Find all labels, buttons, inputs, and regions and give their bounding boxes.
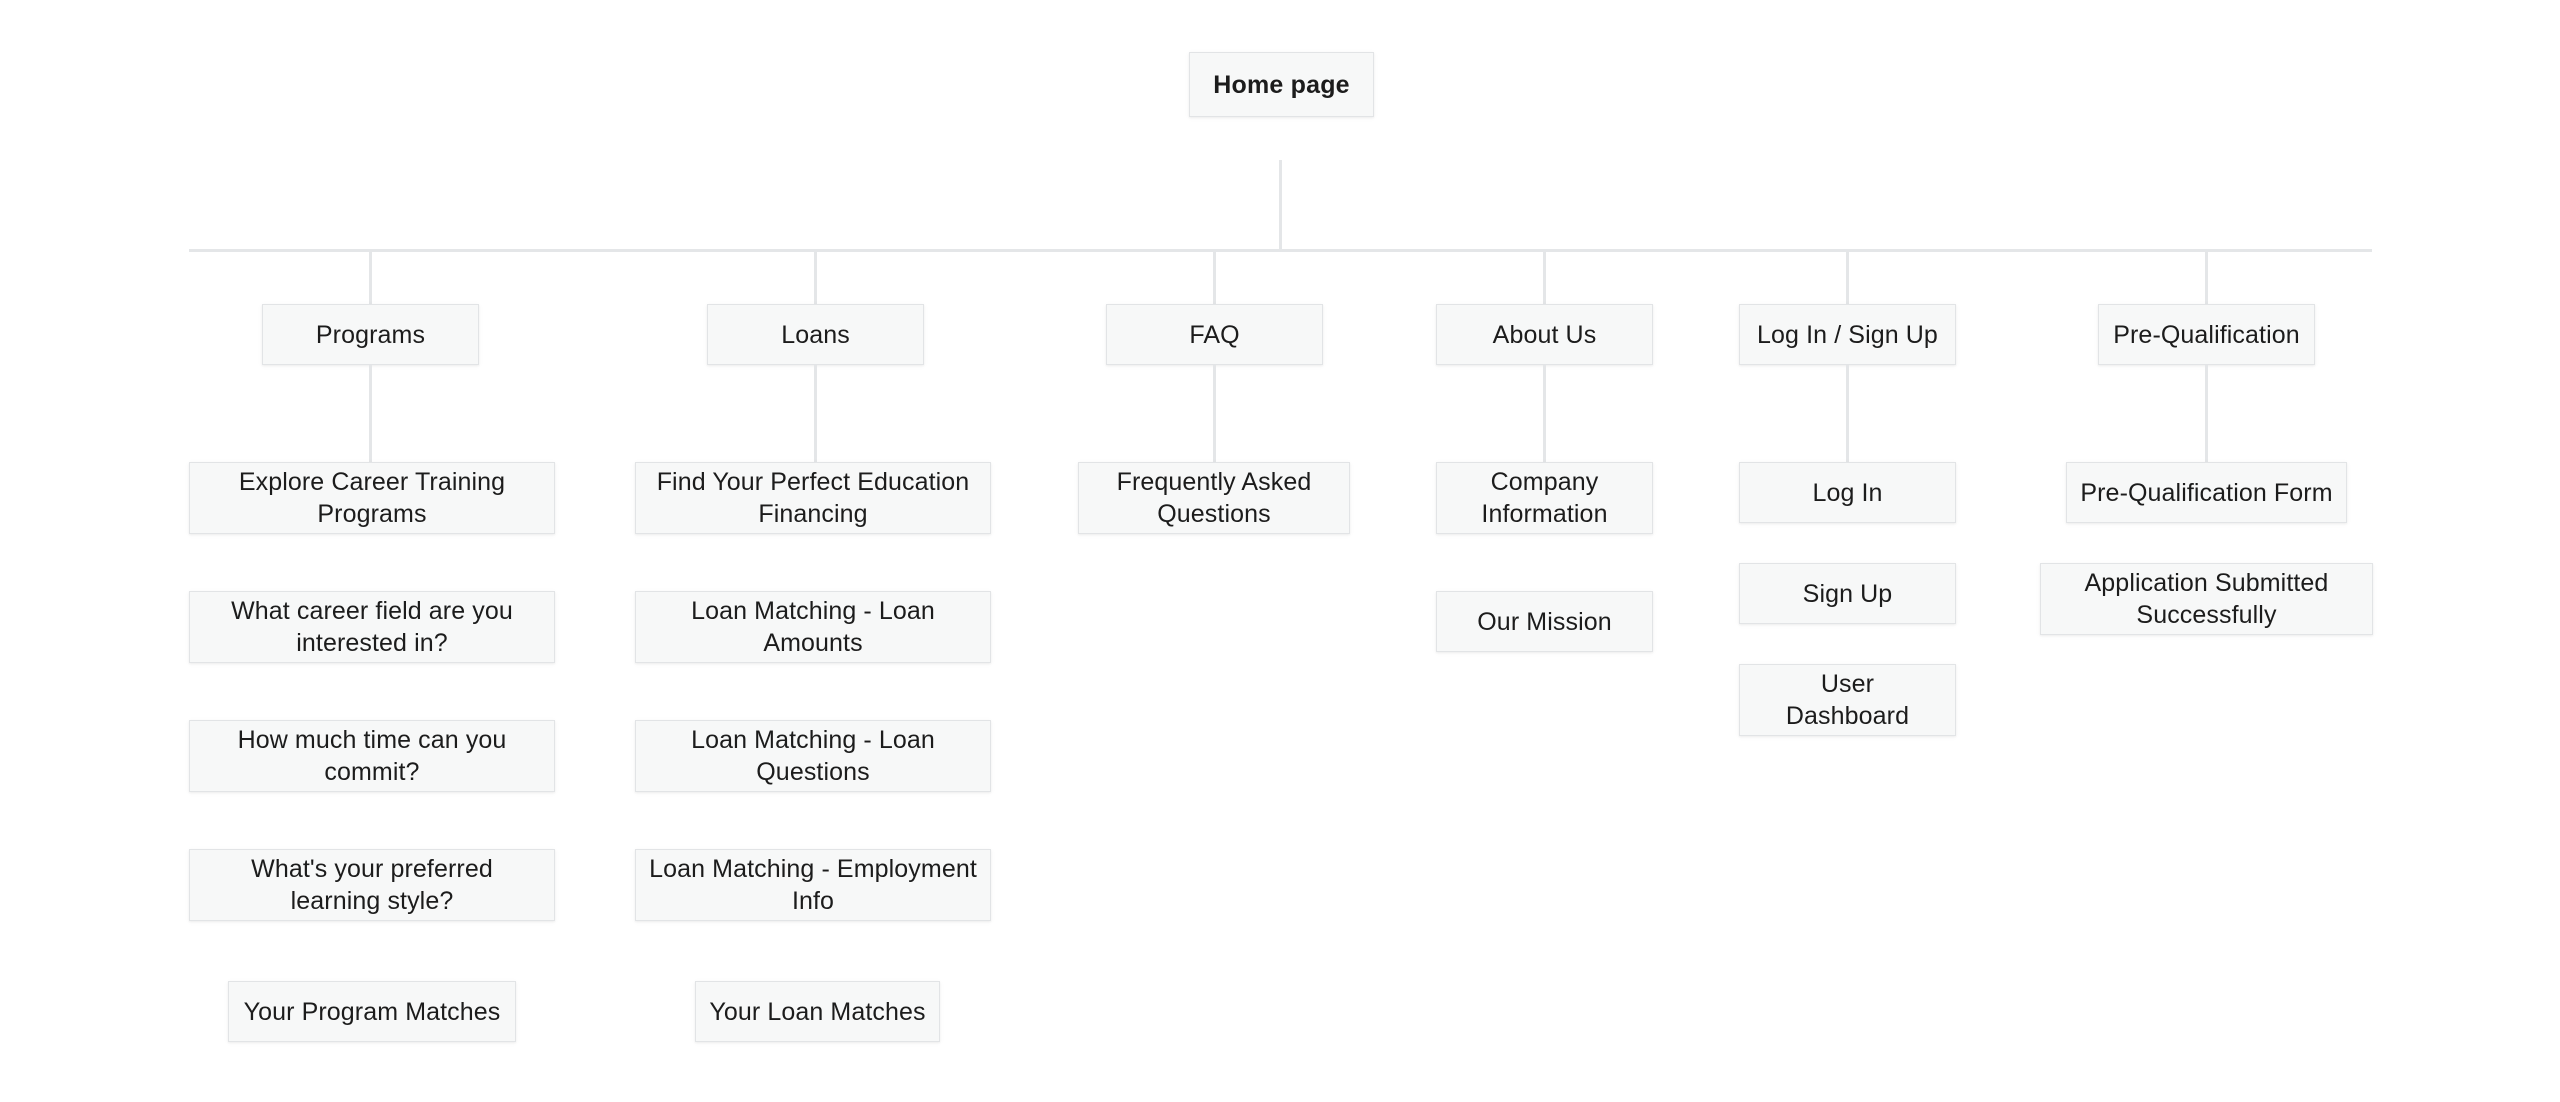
connector-bus-to-loans [814,249,817,304]
node-programs[interactable]: Programs [262,304,479,365]
node-about-us[interactable]: About Us [1436,304,1653,365]
node-loan-matching-employment-info[interactable]: Loan Matching - Employment Info [635,849,991,921]
connector-bus-to-faq [1213,249,1216,304]
connector-bus-to-programs [369,249,372,304]
node-loan-matching-loan-questions[interactable]: Loan Matching - Loan Questions [635,720,991,792]
node-log-in[interactable]: Log In [1739,462,1956,523]
node-pre-qualification[interactable]: Pre-Qualification [2098,304,2315,365]
node-user-dashboard[interactable]: User Dashboard [1739,664,1956,736]
node-pre-qualification-form[interactable]: Pre-Qualification Form [2066,462,2347,523]
connector-root-trunk [1279,160,1282,250]
connector-bus-to-about-us [1543,249,1546,304]
node-preferred-learning-style[interactable]: What's your preferred learning style? [189,849,555,921]
node-explore-career-training-programs[interactable]: Explore Career Training Programs [189,462,555,534]
connector-bus-to-login-signup [1846,249,1849,304]
connector-loans-to-child [814,365,817,462]
connector-login-signup-to-child [1846,365,1849,462]
node-your-loan-matches[interactable]: Your Loan Matches [695,981,940,1042]
connector-pre-qualification-to-child [2205,365,2208,462]
node-login-signup[interactable]: Log In / Sign Up [1739,304,1956,365]
connector-programs-to-child [369,365,372,462]
node-how-much-time[interactable]: How much time can you commit? [189,720,555,792]
node-find-perfect-education-financing[interactable]: Find Your Perfect Education Financing [635,462,991,534]
node-what-career-field[interactable]: What career field are you interested in? [189,591,555,663]
node-loan-matching-loan-amounts[interactable]: Loan Matching - Loan Amounts [635,591,991,663]
node-loans[interactable]: Loans [707,304,924,365]
node-company-information[interactable]: Company Information [1436,462,1653,534]
node-sign-up[interactable]: Sign Up [1739,563,1956,624]
node-our-mission[interactable]: Our Mission [1436,591,1653,652]
node-frequently-asked-questions[interactable]: Frequently Asked Questions [1078,462,1350,534]
node-your-program-matches[interactable]: Your Program Matches [228,981,516,1042]
connector-bus-to-pre-qualification [2205,249,2208,304]
connector-bus [189,249,2372,252]
node-home-page[interactable]: Home page [1189,52,1374,117]
node-application-submitted-successfully[interactable]: Application Submitted Successfully [2040,563,2373,635]
connector-about-us-to-child [1543,365,1546,462]
connector-faq-to-child [1213,365,1216,462]
node-faq[interactable]: FAQ [1106,304,1323,365]
